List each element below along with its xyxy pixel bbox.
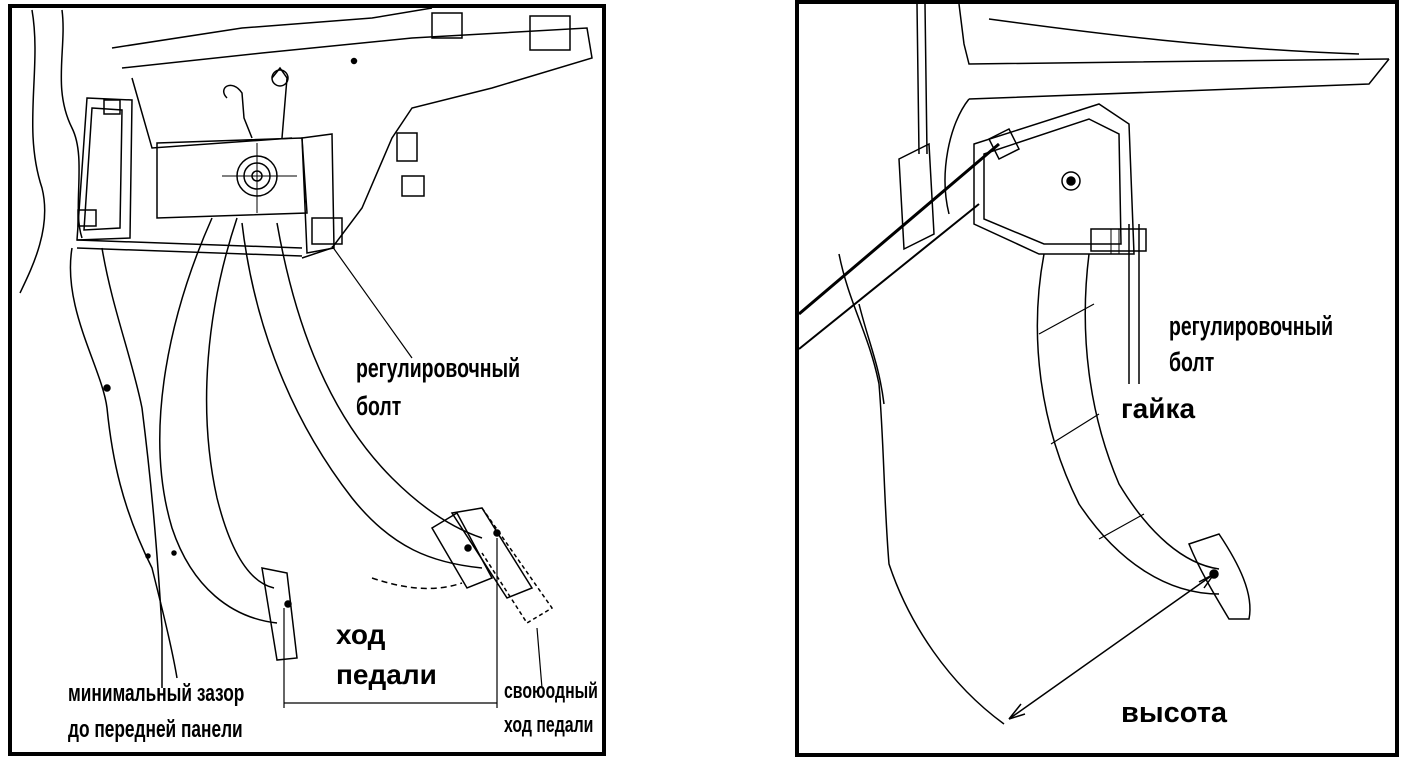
min-gap-label-line1: минимальный зазор — [68, 680, 245, 707]
pedal-travel-label-line1: ход — [336, 619, 386, 650]
nut-label: гайка — [1121, 393, 1196, 424]
free-play-label-line2: ход педали — [504, 712, 594, 737]
left-pedal-drawing — [19, 8, 593, 708]
min-gap-label-line2: до передней панели — [68, 716, 243, 743]
left-pedal-diagram: регулировочный болт ход педали своюодный… — [8, 4, 606, 756]
free-play-label-line1: своюодный — [504, 678, 598, 703]
adjusting-bolt-label-line1: регулировочный — [356, 353, 521, 383]
adjusting-bolt-label-line2: болт — [356, 391, 402, 421]
right-pedal-diagram: регулировочный болт гайка высота — [795, 0, 1399, 757]
right-adjusting-bolt-label-line1: регулировочный — [1169, 311, 1334, 341]
right-adjusting-bolt-label-line2: болт — [1169, 347, 1215, 377]
pedal-travel-label-line2: педали — [336, 659, 437, 690]
right-pedal-drawing — [799, 4, 1390, 725]
height-label: высота — [1121, 697, 1228, 729]
